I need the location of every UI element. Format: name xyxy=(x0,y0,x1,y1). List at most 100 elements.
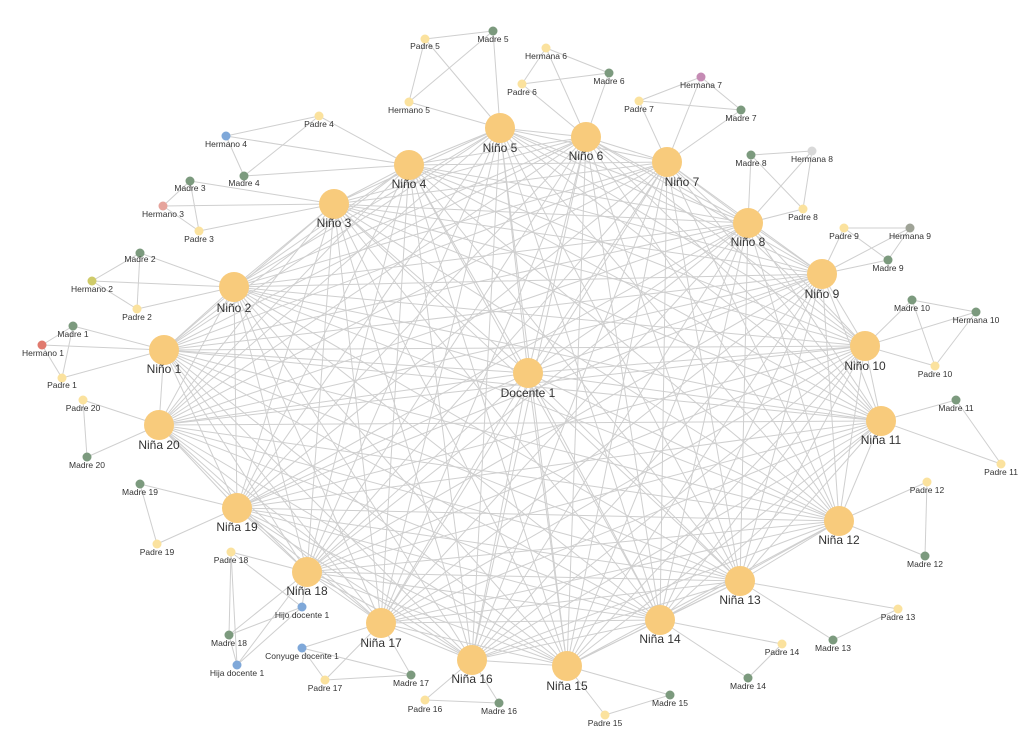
node-madre-7[interactable] xyxy=(736,105,746,115)
edge xyxy=(158,424,840,522)
node-madre-1[interactable] xyxy=(68,321,78,331)
node-madre-10[interactable] xyxy=(907,295,917,305)
node-nina-17[interactable] xyxy=(366,608,396,638)
node-padre-15[interactable] xyxy=(600,710,610,720)
node-label-padre-5: Padre 5 xyxy=(410,41,440,51)
edge xyxy=(236,203,335,509)
edge xyxy=(306,520,840,573)
node-padre-12[interactable] xyxy=(922,477,932,487)
node-hermano-5[interactable] xyxy=(404,97,414,107)
node-nino-9[interactable] xyxy=(807,259,837,289)
family-edge xyxy=(225,135,245,177)
node-nina-14[interactable] xyxy=(645,605,675,635)
node-madre-5[interactable] xyxy=(488,26,498,36)
node-madre-9[interactable] xyxy=(883,255,893,265)
node-hermana-10[interactable] xyxy=(971,307,981,317)
family-edge xyxy=(139,483,158,545)
edge xyxy=(527,136,587,374)
node-padre-14[interactable] xyxy=(777,639,787,649)
node-padre-9[interactable] xyxy=(839,223,849,233)
edge xyxy=(233,127,501,288)
node-madre-2[interactable] xyxy=(135,248,145,258)
node-padre-1[interactable] xyxy=(57,373,67,383)
node-nina-20[interactable] xyxy=(144,410,174,440)
node-hermana-7[interactable] xyxy=(696,72,706,82)
node-nina-13[interactable] xyxy=(725,566,755,596)
node-padre-6[interactable] xyxy=(517,79,527,89)
node-label-nino-4: Niño 4 xyxy=(392,177,427,191)
node-madre-17[interactable] xyxy=(406,670,416,680)
edge xyxy=(306,127,501,573)
node-padre-2[interactable] xyxy=(132,304,142,314)
node-label-hermana-6: Hermana 6 xyxy=(525,51,567,61)
node-padre-10[interactable] xyxy=(930,361,940,371)
node-hijo-docente-1[interactable] xyxy=(297,602,307,612)
node-hermano-2[interactable] xyxy=(87,276,97,286)
node-hija-docente-1[interactable] xyxy=(232,660,242,670)
node-hermana-9[interactable] xyxy=(905,223,915,233)
node-conyuge-docente-1[interactable] xyxy=(297,643,307,653)
node-padre-7[interactable] xyxy=(634,96,644,106)
node-nina-15[interactable] xyxy=(552,651,582,681)
node-hermano-4[interactable] xyxy=(221,131,231,141)
family-edge xyxy=(659,619,783,645)
node-label-nina-16: Niña 16 xyxy=(451,672,493,686)
node-nino-3[interactable] xyxy=(319,189,349,219)
node-hermano-3[interactable] xyxy=(158,201,168,211)
node-madre-20[interactable] xyxy=(82,452,92,462)
node-docente-1[interactable] xyxy=(513,358,543,388)
node-padre-17[interactable] xyxy=(320,675,330,685)
node-padre-11[interactable] xyxy=(996,459,1006,469)
node-padre-18[interactable] xyxy=(226,547,236,557)
node-nina-11[interactable] xyxy=(866,406,896,436)
node-padre-16[interactable] xyxy=(420,695,430,705)
node-label-padre-15: Padre 15 xyxy=(588,718,623,728)
node-nina-16[interactable] xyxy=(457,645,487,675)
node-madre-12[interactable] xyxy=(920,551,930,561)
edge xyxy=(666,161,840,522)
node-hermano-1[interactable] xyxy=(37,340,47,350)
edge xyxy=(380,161,668,624)
node-nino-6[interactable] xyxy=(571,122,601,152)
node-madre-15[interactable] xyxy=(665,690,675,700)
node-padre-3[interactable] xyxy=(194,226,204,236)
node-padre-19[interactable] xyxy=(152,539,162,549)
node-madre-6[interactable] xyxy=(604,68,614,78)
node-madre-3[interactable] xyxy=(185,176,195,186)
node-nino-1[interactable] xyxy=(149,335,179,365)
edge xyxy=(499,127,749,224)
family-edge xyxy=(91,280,235,288)
node-nino-7[interactable] xyxy=(652,147,682,177)
node-madre-14[interactable] xyxy=(743,673,753,683)
node-padre-5[interactable] xyxy=(420,34,430,44)
node-madre-16[interactable] xyxy=(494,698,504,708)
node-nino-4[interactable] xyxy=(394,150,424,180)
node-nino-5[interactable] xyxy=(485,113,515,143)
node-madre-13[interactable] xyxy=(828,635,838,645)
node-padre-4[interactable] xyxy=(314,111,324,121)
node-padre-8[interactable] xyxy=(798,204,808,214)
node-nino-10[interactable] xyxy=(850,331,880,361)
node-madre-18[interactable] xyxy=(224,630,234,640)
node-hermana-6[interactable] xyxy=(541,43,551,53)
family-edge xyxy=(638,76,702,102)
edge xyxy=(163,136,587,351)
family-edge xyxy=(521,47,547,85)
node-madre-8[interactable] xyxy=(746,150,756,160)
node-madre-4[interactable] xyxy=(239,171,249,181)
edge xyxy=(408,164,882,422)
node-padre-20[interactable] xyxy=(78,395,88,405)
node-nina-12[interactable] xyxy=(824,506,854,536)
node-nina-18[interactable] xyxy=(292,557,322,587)
node-madre-11[interactable] xyxy=(951,395,961,405)
node-nino-8[interactable] xyxy=(733,208,763,238)
node-madre-19[interactable] xyxy=(135,479,145,489)
edge xyxy=(236,507,308,573)
node-nina-19[interactable] xyxy=(222,493,252,523)
node-padre-13[interactable] xyxy=(893,604,903,614)
node-nino-2[interactable] xyxy=(219,272,249,302)
nodes-layer xyxy=(37,26,1006,720)
family-edge xyxy=(91,252,141,282)
node-hermana-8[interactable] xyxy=(807,146,817,156)
edge xyxy=(158,424,382,624)
